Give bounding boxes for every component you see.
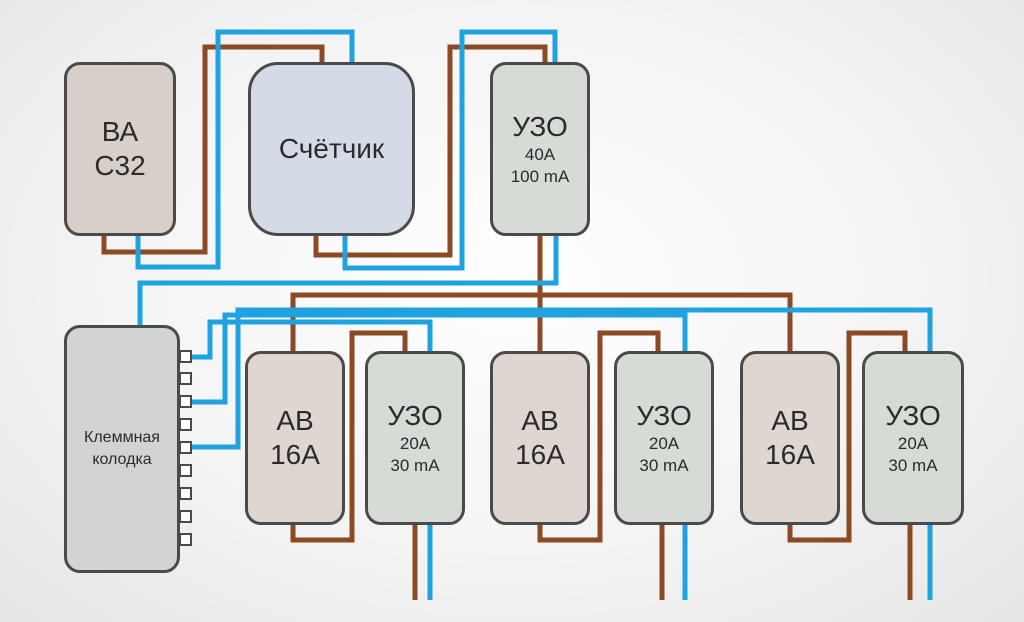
neutral-wire-t2	[192, 312, 688, 405]
terminal-block: Клеммная колодка	[64, 325, 180, 573]
terminal-block-line2: колодка	[92, 451, 152, 468]
group-2-rcd: УЗО 20А 30 mA	[614, 351, 714, 525]
main-rcd-current: 40А	[524, 145, 556, 164]
terminal-pin	[179, 350, 192, 363]
group-1-breaker-line2: 16А	[270, 439, 320, 470]
neutral-wire-ba-meter	[135, 29, 355, 270]
group-2-breaker-line2: 16А	[515, 439, 565, 470]
phase-wire-ba-meter	[101, 44, 325, 255]
meter-label: Счётчик	[278, 133, 385, 164]
main-rcd: УЗО 40А 100 mA	[490, 62, 590, 236]
group-2-breaker: АВ 16А	[490, 351, 590, 525]
group-3-rcd: УЗО 20А 30 mA	[862, 351, 964, 525]
group-1-rcd-current: 20А	[399, 434, 431, 453]
phase-wire-group1	[290, 330, 408, 543]
phase-wire-group3	[787, 330, 908, 543]
terminal-pin	[179, 533, 192, 546]
terminal-pin	[179, 372, 192, 385]
group-1-breaker-line1: АВ	[276, 405, 314, 436]
group-1-breaker: АВ 16А	[245, 351, 345, 525]
main-rcd-title: УЗО	[512, 111, 568, 142]
neutral-wire-uzo-terminal	[137, 236, 559, 330]
neutral-wire-t1	[192, 319, 433, 360]
group-1-rcd-title: УЗО	[387, 400, 443, 431]
terminal-pin	[179, 464, 192, 477]
neutral-wire-meter-uzo	[342, 29, 558, 271]
terminal-block-line1: Клеммная	[84, 429, 160, 446]
group-3-rcd-current: 20А	[897, 434, 929, 453]
group-3-breaker-line2: 16А	[765, 439, 815, 470]
group-2-breaker-line1: АВ	[521, 405, 559, 436]
electricity-meter: Счётчик	[248, 62, 415, 236]
group-1-rcd-leakage: 30 mA	[390, 456, 440, 475]
terminal-pin	[179, 441, 192, 454]
group-3-breaker-line1: АВ	[771, 405, 809, 436]
terminal-pin	[179, 395, 192, 408]
group-2-rcd-title: УЗО	[636, 400, 692, 431]
group-3-breaker: АВ 16А	[740, 351, 840, 525]
group-2-rcd-leakage: 30 mA	[639, 456, 689, 475]
phase-wire-group2	[537, 330, 661, 543]
terminal-pin	[179, 418, 192, 431]
neutral-wires	[135, 29, 933, 600]
main-breaker-line1: ВА	[101, 116, 139, 147]
group-3-rcd-title: УЗО	[885, 400, 941, 431]
group-3-rcd-leakage: 30 mA	[888, 456, 938, 475]
terminal-pin	[179, 510, 192, 523]
terminal-pin	[179, 487, 192, 500]
group-1-rcd: УЗО 20А 30 mA	[365, 351, 465, 525]
phase-wire-meter-uzo	[313, 44, 548, 258]
main-breaker-line2: С32	[94, 150, 146, 181]
neutral-wire-t3	[192, 307, 933, 450]
main-breaker: ВА С32	[64, 62, 176, 236]
group-2-rcd-current: 20А	[648, 434, 680, 453]
main-rcd-leakage: 100 mA	[510, 167, 570, 186]
phase-wires	[101, 44, 913, 600]
